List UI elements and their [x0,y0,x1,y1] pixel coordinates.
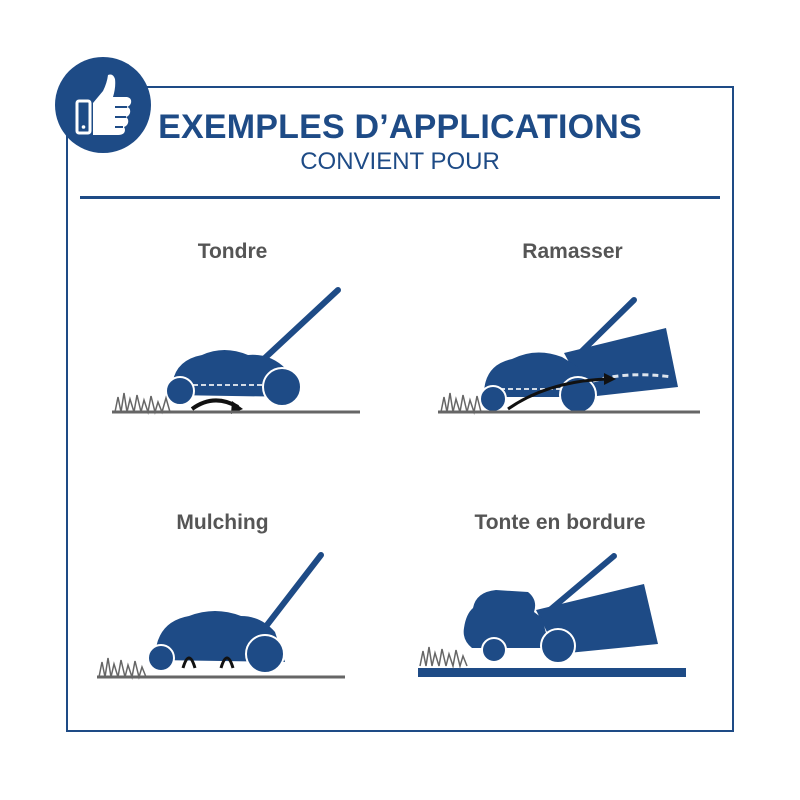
label-tonte-en-bordure: Tonte en bordure [474,511,646,534]
page-subtitle: CONVIENT POUR [300,148,500,175]
label-mulching: Mulching [176,511,269,534]
label-ramasser: Ramasser [522,240,623,263]
collecting-illustration [438,297,700,415]
label-tondre: Tondre [197,240,268,263]
content-frame [66,86,734,732]
divider [80,196,720,199]
mulching-illustration [97,552,345,680]
page-title: EXEMPLES D’APPLICATIONS [158,108,642,146]
edge-mowing-illustration [418,553,686,677]
thumbs-up-icon [75,74,132,135]
mowing-illustration [112,287,360,415]
badge [55,57,151,153]
